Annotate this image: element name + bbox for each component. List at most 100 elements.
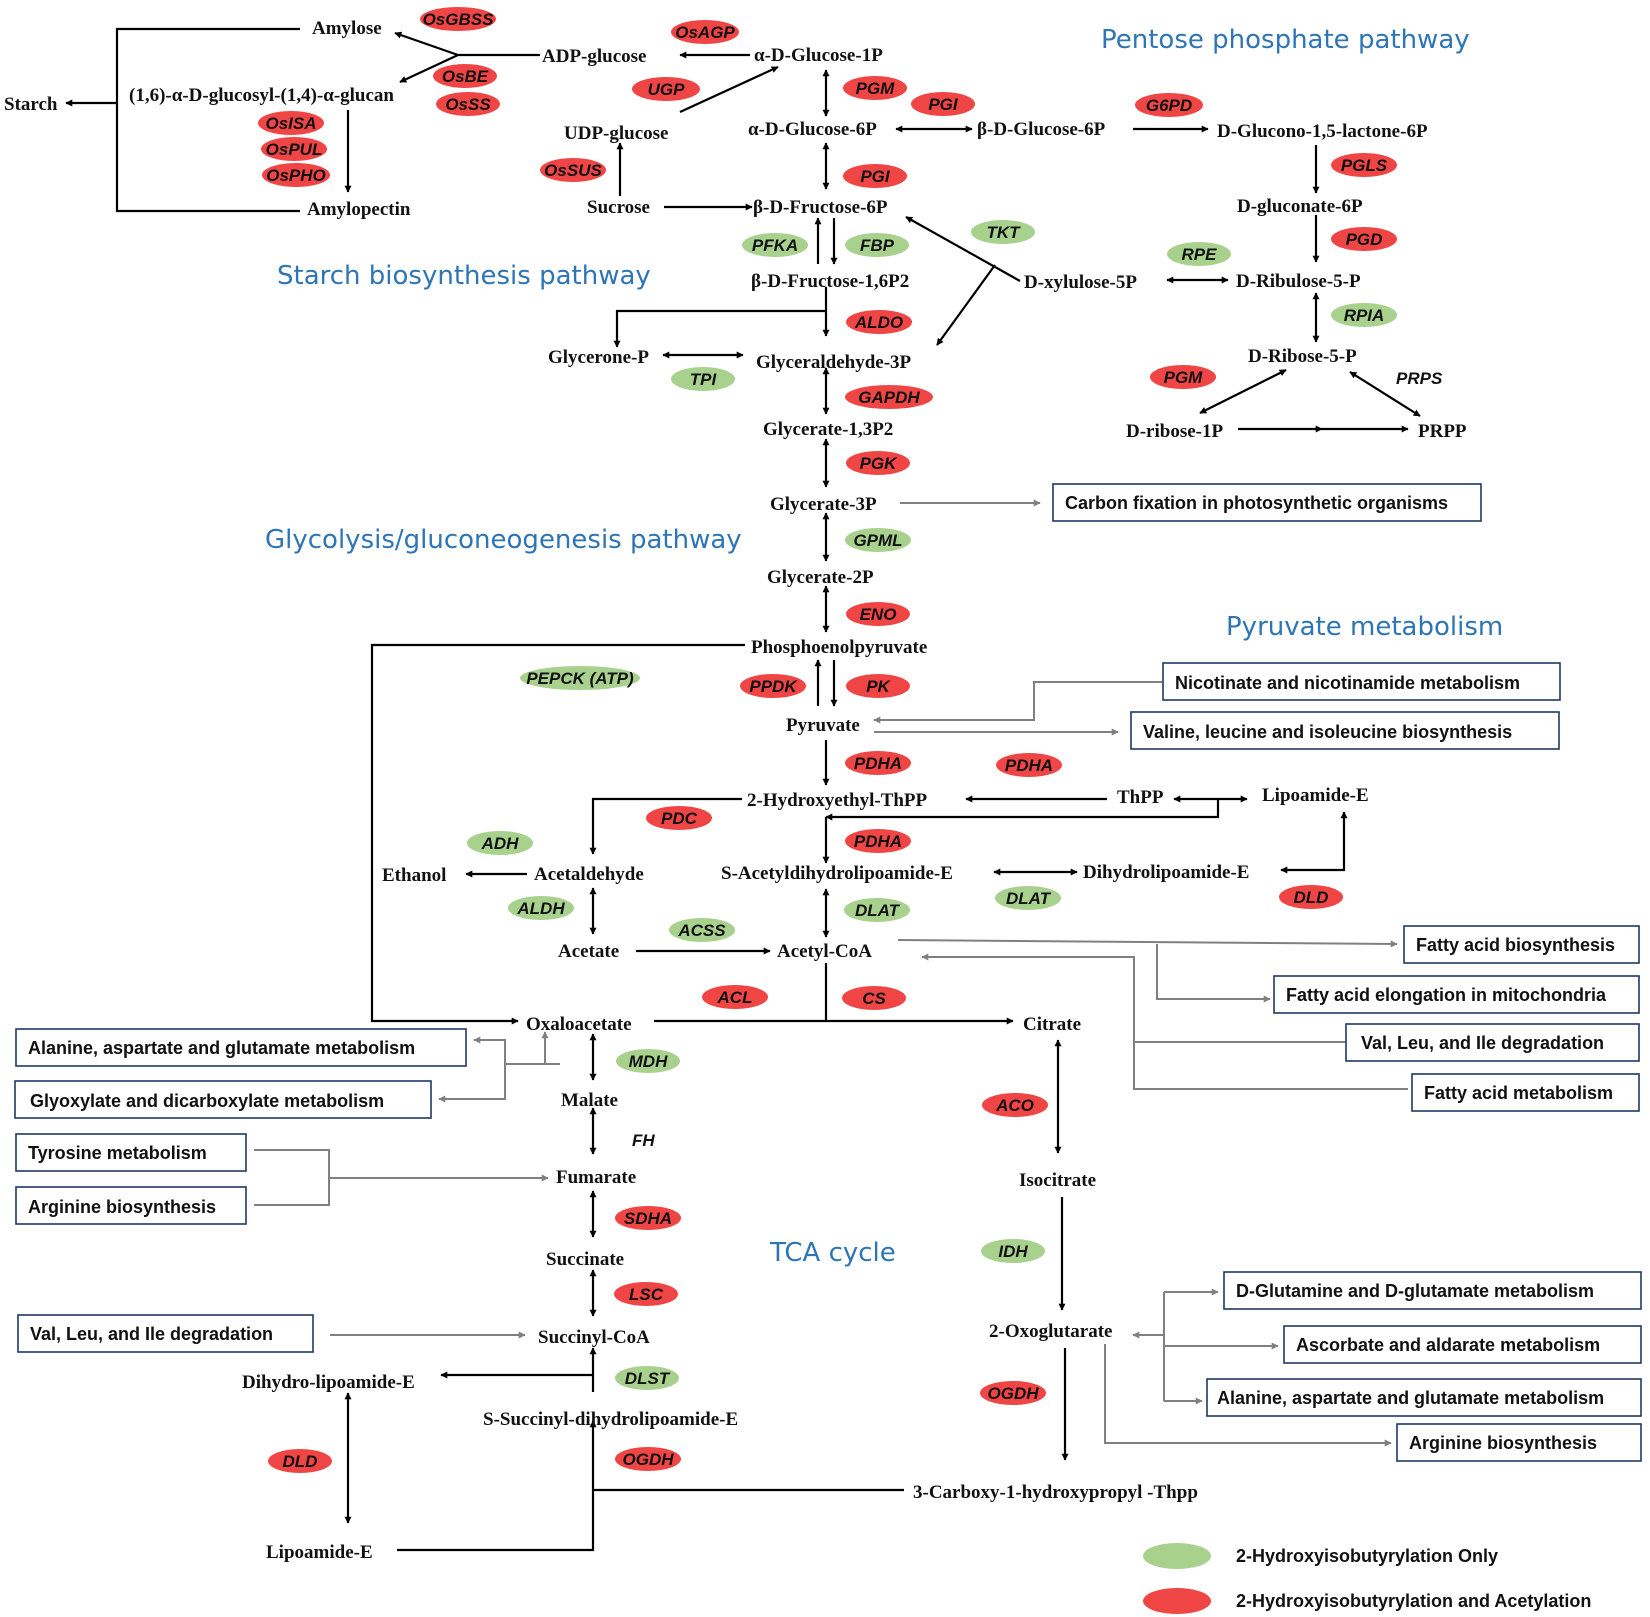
svg-text:G6PD: G6PD bbox=[1146, 96, 1192, 115]
metabolite-oxaloacetate: Oxaloacetate bbox=[526, 1014, 632, 1035]
metabolite-starch: Starch bbox=[4, 94, 58, 115]
box-nicotinate: Nicotinate and nicotinamide metabolism bbox=[1162, 662, 1561, 701]
svg-text:PDHA: PDHA bbox=[854, 754, 902, 773]
enzymes: OsGBSS OsBE OsSS OsISA OsPUL OsPHO OsAGP… bbox=[258, 7, 1397, 1473]
metabolite-fumarate: Fumarate bbox=[556, 1167, 636, 1188]
svg-text:ADH: ADH bbox=[481, 834, 520, 853]
enzyme-pepck-atp: PEPCK (ATP) bbox=[520, 666, 640, 690]
svg-text:ENO: ENO bbox=[860, 605, 897, 624]
metabolite-b-glucose-6p: β-D-Glucose-6P bbox=[977, 119, 1106, 140]
svg-text:Val, Leu, and Ile degradation: Val, Leu, and Ile degradation bbox=[1361, 1033, 1604, 1053]
metabolite-dihydro-lipoamide-e: Dihydro-lipoamide-E bbox=[242, 1372, 415, 1393]
enzyme-dld: DLD bbox=[268, 1449, 332, 1473]
svg-text:ALDH: ALDH bbox=[516, 899, 565, 918]
box-glyoxylate: Glyoxylate and dicarboxylate metabolism bbox=[14, 1080, 432, 1119]
svg-text:Arginine biosynthesis: Arginine biosynthesis bbox=[28, 1197, 216, 1217]
enzyme-dlat: DLAT bbox=[995, 886, 1061, 910]
metabolite-amylopectin: Amylopectin bbox=[307, 199, 411, 220]
enzyme-aldh: ALDH bbox=[508, 896, 574, 920]
svg-text:PDHA: PDHA bbox=[854, 832, 902, 851]
svg-text:GPML: GPML bbox=[853, 531, 902, 550]
metabolite-glycerate-3p: Glycerate-3P bbox=[770, 494, 877, 515]
pathway-boxes: Carbon fixation in photosynthetic organi… bbox=[14, 483, 1642, 1462]
svg-text:Glyoxylate and dicarboxylate m: Glyoxylate and dicarboxylate metabolism bbox=[30, 1091, 384, 1111]
metabolite-malate: Malate bbox=[561, 1090, 618, 1111]
box-val-leu-ile-degradation-left: Val, Leu, and Ile degradation bbox=[17, 1314, 314, 1353]
box-arginine-right: Arginine biosynthesis bbox=[1396, 1423, 1642, 1462]
enzyme-idh: IDH bbox=[981, 1239, 1045, 1263]
enzyme-acl: ACL bbox=[702, 985, 768, 1009]
metabolite-sucrose: Sucrose bbox=[587, 197, 650, 218]
box-val-leu-ile-degradation-right: Val, Leu, and Ile degradation bbox=[1345, 1023, 1640, 1062]
svg-text:OsBE: OsBE bbox=[442, 67, 489, 86]
enzyme-cs: CS bbox=[842, 986, 906, 1010]
enzyme-rpe: RPE bbox=[1167, 242, 1231, 266]
svg-text:OsPHO: OsPHO bbox=[266, 166, 326, 185]
enzyme-osagp: OsAGP bbox=[671, 20, 739, 44]
box-carbon-fixation: Carbon fixation in photosynthetic organi… bbox=[1052, 483, 1482, 522]
svg-text:PGM: PGM bbox=[856, 79, 896, 98]
pathway-links bbox=[254, 499, 1408, 1447]
metabolite-thpp: ThPP bbox=[1117, 787, 1164, 808]
reaction-arrows bbox=[65, 27, 1421, 1552]
enzyme-aco: ACO bbox=[982, 1093, 1048, 1117]
metabolite-xylulose-5p: D-xylulose-5P bbox=[1024, 272, 1137, 293]
metabolite-glycerate-2p: Glycerate-2P bbox=[767, 567, 874, 588]
svg-text:Arginine biosynthesis: Arginine biosynthesis bbox=[1409, 1433, 1597, 1453]
svg-text:Fatty acid elongation in mitoc: Fatty acid elongation in mitochondria bbox=[1286, 985, 1607, 1005]
svg-text:OsISA: OsISA bbox=[265, 114, 316, 133]
metabolite-acetyl-coa: Acetyl-CoA bbox=[777, 941, 872, 962]
metabolite-3-carboxy-hydroxypropyl-thpp: 3-Carboxy-1-hydroxypropyl -Thpp bbox=[913, 1482, 1198, 1503]
enzyme-pfka: PFKA bbox=[742, 233, 808, 257]
enzyme-pgi: PGI bbox=[843, 164, 907, 188]
enzyme-ppdk: PPDK bbox=[740, 674, 806, 698]
metabolite-phosphoenolpyruvate: Phosphoenolpyruvate bbox=[751, 637, 927, 658]
svg-text:Carbon fixation in photosynthe: Carbon fixation in photosynthetic organi… bbox=[1065, 493, 1448, 513]
enzyme-fh: FH bbox=[632, 1131, 655, 1150]
svg-text:PGLS: PGLS bbox=[1341, 156, 1388, 175]
box-alanine-aspartate-glutamate-left: Alanine, aspartate and glutamate metabol… bbox=[15, 1028, 467, 1067]
svg-text:ALDO: ALDO bbox=[854, 313, 903, 332]
enzyme-g6pd: G6PD bbox=[1135, 93, 1203, 117]
svg-text:Fatty acid metabolism: Fatty acid metabolism bbox=[1424, 1083, 1613, 1103]
svg-text:TPI: TPI bbox=[690, 370, 718, 389]
box-fatty-acid-biosynthesis: Fatty acid biosynthesis bbox=[1403, 925, 1640, 964]
enzyme-tkt: TKT bbox=[971, 220, 1035, 244]
title-starch-biosynthesis: Starch biosynthesis pathway bbox=[277, 261, 651, 291]
enzyme-adh: ADH bbox=[467, 831, 533, 855]
metabolite-a-glucose-6p: α-D-Glucose-6P bbox=[748, 119, 877, 140]
svg-text:OGDH: OGDH bbox=[623, 1450, 675, 1469]
metabolite-glycerone-p: Glycerone-P bbox=[548, 347, 649, 368]
enzyme-pgm: PGM bbox=[1150, 365, 1216, 389]
svg-text:ACL: ACL bbox=[717, 988, 753, 1007]
metabolite-prpp: PRPP bbox=[1418, 421, 1467, 442]
enzyme-aldo: ALDO bbox=[846, 310, 912, 334]
enzyme-lsc: LSC bbox=[614, 1282, 678, 1306]
enzyme-pgm: PGM bbox=[843, 76, 907, 100]
enzyme-rpia: RPIA bbox=[1331, 303, 1397, 327]
svg-text:OGDH: OGDH bbox=[988, 1384, 1040, 1403]
enzyme-osss: OsSS bbox=[436, 92, 500, 116]
metabolite-gluconate-6p: D-gluconate-6P bbox=[1237, 196, 1363, 217]
metabolite-ribose-1p: D-ribose-1P bbox=[1126, 421, 1223, 442]
enzyme-mdh: MDH bbox=[616, 1049, 680, 1073]
svg-text:PGD: PGD bbox=[1346, 230, 1383, 249]
svg-text:OsGBSS: OsGBSS bbox=[423, 10, 495, 29]
enzyme-sdha: SDHA bbox=[615, 1206, 681, 1230]
svg-text:OsAGP: OsAGP bbox=[675, 23, 735, 42]
enzyme-pdc: PDC bbox=[646, 806, 712, 830]
legend-item-only: 2-Hydroxyisobutyrylation Only bbox=[1143, 1543, 1498, 1569]
legend: 2-Hydroxyisobutyrylation Only 2-Hydroxyi… bbox=[1143, 1543, 1591, 1614]
metabolite-ribose-5p: D-Ribose-5-P bbox=[1248, 346, 1357, 367]
enzyme-pdha: PDHA bbox=[845, 751, 911, 775]
svg-text:IDH: IDH bbox=[998, 1242, 1028, 1261]
enzyme-ossus: OsSUS bbox=[540, 158, 606, 182]
svg-text:Alanine, aspartate and glutama: Alanine, aspartate and glutamate metabol… bbox=[1217, 1388, 1604, 1408]
enzyme-dlst: DLST bbox=[615, 1366, 679, 1390]
enzyme-eno: ENO bbox=[846, 602, 910, 626]
metabolite-isocitrate: Isocitrate bbox=[1019, 1170, 1096, 1191]
svg-text:Nicotinate and nicotinamide me: Nicotinate and nicotinamide metabolism bbox=[1175, 673, 1520, 693]
svg-text:DLD: DLD bbox=[1294, 888, 1329, 907]
metabolite-glucan: (1,6)-α-D-glucosyl-(1,4)-α-glucan bbox=[129, 85, 394, 106]
